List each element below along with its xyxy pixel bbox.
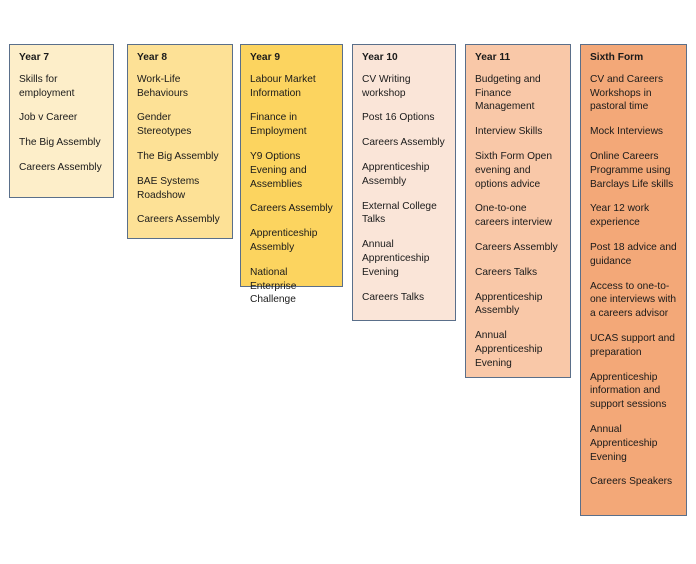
- column-item: Apprenticeship Assembly: [250, 228, 318, 253]
- column-item: Sixth Form Open evening and options advi…: [475, 150, 552, 190]
- column-sixth-form: Sixth Form CV and Careers Workshops in p…: [580, 44, 687, 516]
- column-title: Year 8: [137, 52, 168, 63]
- column-item: One-to-one careers interview: [475, 203, 552, 229]
- column-item: Mock Interviews: [590, 126, 664, 138]
- column-title: Year 9: [250, 52, 281, 63]
- column-year-7: Year 7 Skills for employment Job v Caree…: [9, 44, 114, 198]
- column-item: Online Careers Programme using Barclays …: [590, 150, 674, 190]
- column-item: Annual Apprenticeship Evening: [475, 330, 543, 369]
- column-item: National Enterprise Challenge: [250, 266, 297, 306]
- column-year-8: Year 8 Work-Life Behaviours Gender Stere…: [127, 44, 233, 239]
- column-item: The Big Assembly: [137, 150, 219, 162]
- column-item: Budgeting and Finance Management: [475, 73, 541, 113]
- column-title: Sixth Form: [590, 52, 644, 63]
- column-year-11: Year 11 Budgeting and Finance Management…: [465, 44, 571, 378]
- column-item: Careers Talks: [362, 291, 425, 303]
- column-title: Year 10: [362, 52, 398, 63]
- column-item: The Big Assembly: [19, 137, 101, 149]
- column-item: Careers Talks: [475, 266, 538, 278]
- column-item: Annual Apprenticeship Evening: [362, 239, 430, 278]
- column-item: CV and Careers Workshops in pastoral tim…: [590, 73, 664, 113]
- column-item: Apprenticeship Assembly: [475, 291, 543, 317]
- column-item: Careers Speakers: [590, 476, 673, 488]
- column-item: Gender Stereotypes: [137, 112, 192, 138]
- column-item: Careers Assembly: [19, 161, 102, 173]
- column-item: Finance in Employment: [250, 112, 307, 138]
- column-item: Labour Market Information: [250, 73, 316, 99]
- column-item: Skills for employment: [19, 73, 75, 99]
- column-item: Annual Apprenticeship Evening: [590, 423, 658, 463]
- column-year-9: Year 9 Labour Market Information Finance…: [240, 44, 343, 305]
- column-item: UCAS support and preparation: [590, 332, 675, 358]
- column-item: Y9 Options Evening and Assemblies: [250, 150, 307, 190]
- column-item: Interview Skills: [475, 126, 543, 138]
- column-item: Careers Assembly: [137, 214, 220, 226]
- column-item: Careers Assembly: [475, 241, 558, 253]
- column-item: Careers Assembly: [362, 137, 445, 149]
- column-item: Work-Life Behaviours: [137, 73, 188, 99]
- column-item: Careers Assembly: [250, 203, 333, 215]
- column-title: Year 11: [475, 52, 511, 63]
- column-title: Year 7: [19, 52, 50, 63]
- column-item: Post 16 Options: [362, 112, 435, 124]
- column-item: Access to one-to-one interviews with a c…: [590, 280, 677, 320]
- column-item: Post 18 advice and guidance: [590, 241, 677, 267]
- column-item: CV Writing workshop: [362, 73, 411, 99]
- column-item: BAE Systems Roadshow: [137, 175, 200, 201]
- column-item: External College Talks: [362, 200, 437, 226]
- column-item: Apprenticeship Assembly: [362, 161, 430, 187]
- column-year-10: Year 10 CV Writing workshop Post 16 Opti…: [352, 44, 456, 321]
- column-item: Apprenticeship information and support s…: [590, 371, 667, 411]
- column-item: Year 12 work experience: [590, 203, 650, 229]
- column-item: Job v Career: [19, 112, 78, 124]
